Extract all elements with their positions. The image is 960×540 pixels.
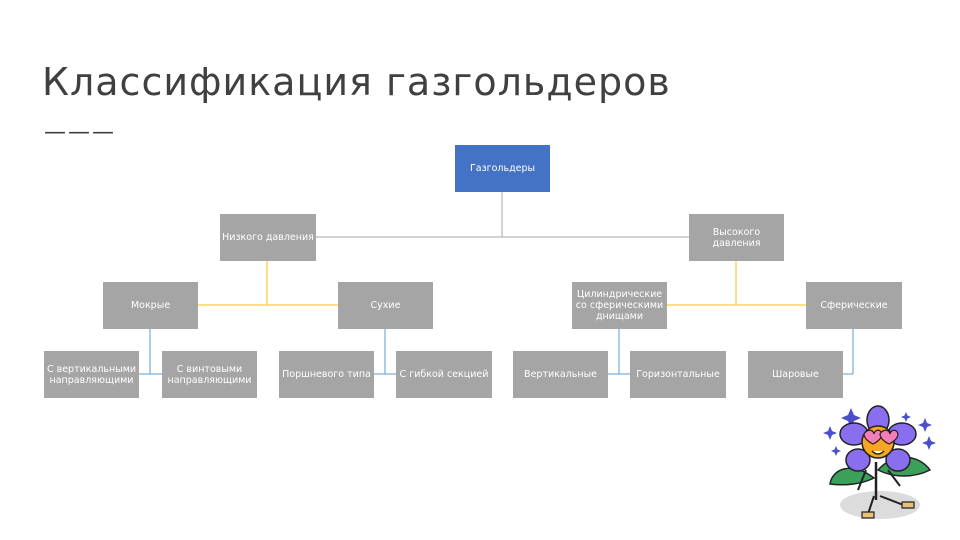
level3-connectors (139, 329, 854, 375)
node-high-pressure: Высокого давления (689, 214, 784, 261)
node-cylindrical: Цилиндрические со сферическими днищами (572, 282, 667, 329)
node-spherical: Сферические (806, 282, 902, 329)
node-wet: Мокрые (103, 282, 198, 329)
page-title: Классификация газгольдеров (42, 60, 671, 104)
node-screw-guides: С винтовыми направляющими (162, 351, 257, 398)
node-vertical: Вертикальные (513, 351, 608, 398)
node-piston: Поршневого типа (279, 351, 374, 398)
title-underline: ——— (44, 120, 116, 145)
root-connectors (316, 192, 689, 238)
node-flexible-section: С гибкой секцией (396, 351, 492, 398)
node-dry: Сухие (338, 282, 433, 329)
node-ball: Шаровые (748, 351, 843, 398)
level2-connectors (198, 261, 806, 306)
node-root: Газгольдеры (455, 145, 550, 192)
node-horizontal: Горизонтальные (630, 351, 726, 398)
node-vertical-guides: С вертикальными направляющими (44, 351, 139, 398)
node-low-pressure: Низкого давления (220, 214, 316, 261)
